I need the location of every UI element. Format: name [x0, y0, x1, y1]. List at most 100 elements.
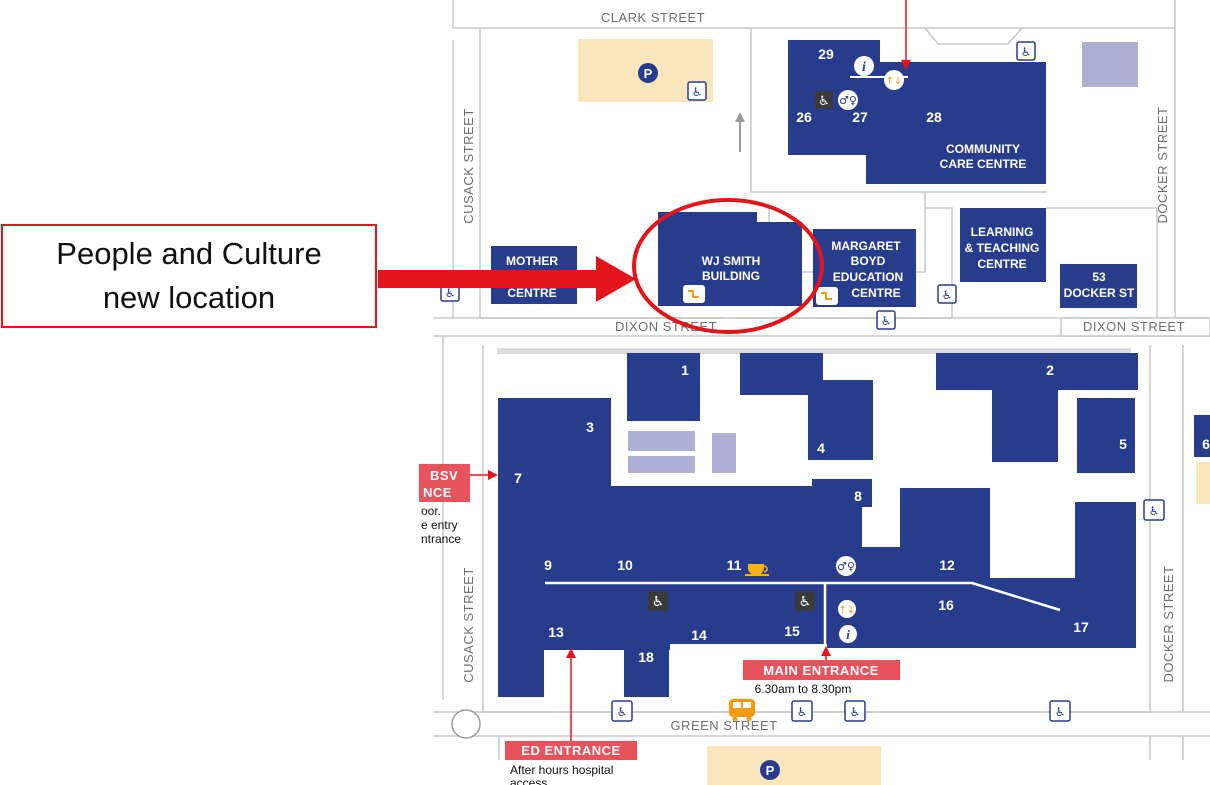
label-learning-1: LEARNING — [971, 225, 1034, 239]
svg-text:↑↓: ↑↓ — [886, 76, 903, 87]
grey-block-1 — [628, 431, 695, 451]
callout-arrow-shaft — [378, 270, 603, 288]
accessible-icon: ♿ — [815, 91, 833, 109]
callout-text: People and Culture new location — [56, 236, 322, 315]
main-entrance-hours: 6.30am to 8.30pm — [755, 682, 852, 696]
label-community-2: CARE CENTRE — [940, 157, 1027, 171]
highlight-ellipse — [632, 198, 824, 334]
building-number: 2 — [1046, 362, 1054, 378]
svg-text:↑↓: ↑↓ — [839, 605, 856, 616]
building-number: 17 — [1073, 619, 1089, 635]
svg-text:♿: ♿ — [797, 705, 808, 719]
building-number: 12 — [939, 557, 955, 573]
bus-icon — [729, 699, 755, 722]
svg-text:♿: ♿ — [942, 288, 953, 302]
parking-icon-label: P — [644, 66, 653, 81]
bsv-note-3: ntrance — [421, 532, 461, 546]
bsv-note-2: e entry — [421, 518, 458, 532]
label-margaret-1: MARGARET — [831, 239, 901, 253]
callout-arrow-head — [596, 256, 636, 302]
svg-text:♿: ♿ — [818, 94, 830, 109]
bsv-entrance-label-2: NCE — [423, 485, 452, 500]
main-entrance-label: MAIN ENTRANCE — [763, 663, 879, 678]
grey-block-2 — [628, 456, 695, 473]
building-number: 6 — [1202, 436, 1210, 452]
parking-lot-east — [1196, 462, 1210, 504]
street-green: GREEN STREET — [670, 718, 777, 733]
building-number: 28 — [926, 109, 942, 125]
street-docker-south: DOCKER STREET — [1161, 565, 1176, 682]
label-learning-2: & TEACHING — [965, 241, 1040, 255]
street-docker-north: DOCKER STREET — [1155, 106, 1170, 223]
building-number: 10 — [617, 557, 633, 573]
building-number: 9 — [544, 557, 552, 573]
buildings-main-hospital — [498, 353, 1210, 697]
info-icon — [854, 56, 874, 76]
walkway-arrow-head — [735, 112, 745, 122]
svg-text:♿: ♿ — [652, 594, 665, 610]
parking-icon-label: P — [766, 763, 775, 778]
street-dixon-west: DIXON STREET — [615, 319, 717, 334]
building-number: 18 — [638, 649, 654, 665]
label-mother-centre-1: MOTHER — [506, 254, 558, 268]
label-margaret-4: CENTRE — [851, 286, 900, 300]
label-53-docker-2: DOCKER ST — [1064, 286, 1135, 300]
street-cusack-north: CUSACK STREET — [461, 108, 476, 224]
dixon-street-label-box — [1060, 317, 1210, 337]
svg-text:♿: ♿ — [1149, 504, 1160, 518]
building-number: 11 — [727, 557, 742, 573]
svg-text:♂♀: ♂♀ — [837, 560, 855, 573]
label-margaret-3: EDUCATION — [833, 270, 903, 284]
label-53-docker-1: 53 — [1092, 270, 1106, 284]
stairs-icon — [683, 285, 705, 303]
building-number: 14 — [691, 627, 707, 643]
ed-entrance-note-1: After hours hospital — [510, 763, 613, 777]
ed-entrance-note-2: access — [510, 776, 547, 785]
building-number: 15 — [784, 623, 800, 639]
lift-icon — [838, 600, 856, 618]
label-learning-3: CENTRE — [977, 257, 1026, 271]
accessible-parking-glyphs: ♿ ♿ ♿ ♿ ♿ ♿ ♿ ♿ ♿ ♿ — [445, 45, 1160, 719]
svg-text:♿: ♿ — [1021, 45, 1032, 59]
street-cusack-south: CUSACK STREET — [461, 567, 476, 683]
building-number: 4 — [817, 440, 825, 456]
building-number: 7 — [514, 470, 522, 486]
svg-text:♿: ♿ — [617, 705, 628, 719]
accessible-icon: ♿ — [648, 591, 668, 611]
grey-block-ne — [1082, 42, 1138, 87]
main-entrance-badge — [743, 660, 900, 680]
info-icon — [839, 625, 857, 643]
label-wj-smith-2: BUILDING — [702, 269, 760, 283]
svg-text:♂♀: ♂♀ — [839, 94, 857, 107]
svg-text:♿: ♿ — [850, 705, 861, 719]
toilet-icon — [836, 556, 856, 576]
accessible-icon: ♿ — [795, 591, 815, 611]
ed-entrance-label: ED ENTRANCE — [521, 743, 620, 758]
building-number: 1 — [681, 362, 689, 378]
label-community-1: COMMUNITY — [946, 142, 1020, 156]
bsv-entrance-badge — [419, 464, 470, 502]
building-number: 16 — [938, 597, 954, 613]
north-path — [497, 348, 1131, 354]
lift-icon — [884, 70, 904, 90]
building-number: 3 — [586, 419, 594, 435]
accessible-parking-icons — [440, 41, 1165, 722]
grey-block-3 — [712, 433, 736, 473]
building-number: 5 — [1119, 436, 1127, 452]
label-margaret-2: BOYD — [851, 254, 886, 268]
roundabout — [451, 709, 481, 739]
svg-text:♿: ♿ — [445, 286, 456, 300]
building-number: 27 — [852, 109, 868, 125]
bsv-note-1: oor. — [421, 504, 441, 518]
toilet-icon — [838, 90, 858, 110]
info-icon-label: i — [862, 60, 866, 75]
building-numbers: 29 26 27 28 1 2 3 4 5 6 7 8 9 10 11 12 1… — [514, 46, 1210, 665]
bsv-entrance-label-1: BSV — [430, 468, 458, 483]
callout-box: People and Culture new location — [1, 224, 377, 328]
street-clark: CLARK STREET — [601, 10, 705, 25]
ed-entrance-badge — [505, 741, 637, 760]
building-number: 26 — [796, 109, 812, 125]
svg-text:♿: ♿ — [1055, 705, 1066, 719]
building-number: 13 — [548, 624, 564, 640]
